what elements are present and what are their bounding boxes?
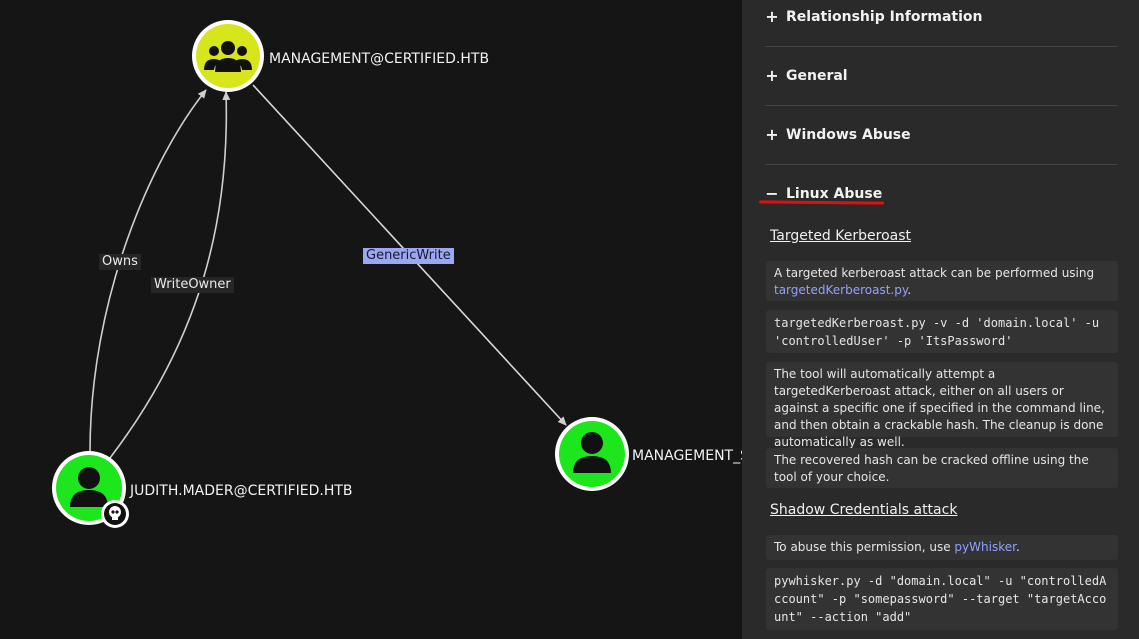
skull-icon [101, 500, 129, 528]
section-title[interactable]: Relationship Information [786, 8, 983, 25]
section-relationship-information[interactable]: + Relationship Information [765, 0, 1117, 47]
node-label-management-svc: MANAGEMENT_S [629, 447, 749, 465]
section-title[interactable]: Linux Abuse [786, 185, 883, 202]
node-label-management: MANAGEMENT@CERTIFIED.HTB [266, 50, 493, 68]
section-title[interactable]: General [786, 67, 848, 84]
kerberoast-code-block[interactable]: targetedKerberoast.py -v -d 'domain.loca… [766, 310, 1118, 353]
plus-icon[interactable]: + [765, 7, 779, 26]
kerberoast-intro: A targeted kerberoast attack can be perf… [766, 261, 1118, 301]
node-label-judith: JUDITH.MADER@CERTIFIED.HTB [127, 482, 356, 500]
pywhisker-link[interactable]: pyWhisker [954, 540, 1016, 554]
section-windows-abuse[interactable]: + Windows Abuse [765, 106, 1117, 165]
kerberoast-description: The tool will automatically attempt a ta… [766, 362, 1118, 449]
node-management[interactable] [192, 20, 264, 92]
group-icon [204, 41, 252, 72]
section-general[interactable]: + General [765, 47, 1117, 106]
annotation-underline [758, 200, 885, 205]
heading-shadow-credentials[interactable]: Shadow Credentials attack [770, 502, 958, 518]
plus-icon[interactable]: + [765, 66, 779, 85]
targetedkerberoast-link[interactable]: targetedKerberoast.py [774, 283, 908, 297]
shadow-code-block[interactable]: pywhisker.py -d "domain.local" -u "contr… [766, 568, 1118, 630]
edge-label-genericwrite[interactable]: GenericWrite [363, 248, 454, 264]
edge-label-owns[interactable]: Owns [99, 254, 141, 270]
user-icon [70, 467, 108, 507]
plus-icon[interactable]: + [765, 125, 779, 144]
node-judith[interactable] [52, 451, 129, 528]
graph-canvas[interactable]: MANAGEMENT@CERTIFIED.HTB JUDITH.MADER@CE… [0, 0, 749, 639]
edge-info-panel[interactable]: + Relationship Information + General + W… [742, 0, 1139, 639]
minus-icon[interactable]: − [765, 184, 779, 203]
section-title[interactable]: Windows Abuse [786, 126, 911, 143]
kerberoast-crack-note: The recovered hash can be cracked offlin… [766, 448, 1118, 488]
node-management-svc[interactable] [555, 417, 629, 491]
edge-label-writeowner[interactable]: WriteOwner [151, 277, 234, 293]
edge-owns[interactable] [89, 89, 207, 453]
shadow-intro: To abuse this permission, use pyWhisker. [766, 535, 1118, 560]
user-icon [573, 432, 611, 473]
heading-targeted-kerberoast[interactable]: Targeted Kerberoast [770, 228, 911, 244]
